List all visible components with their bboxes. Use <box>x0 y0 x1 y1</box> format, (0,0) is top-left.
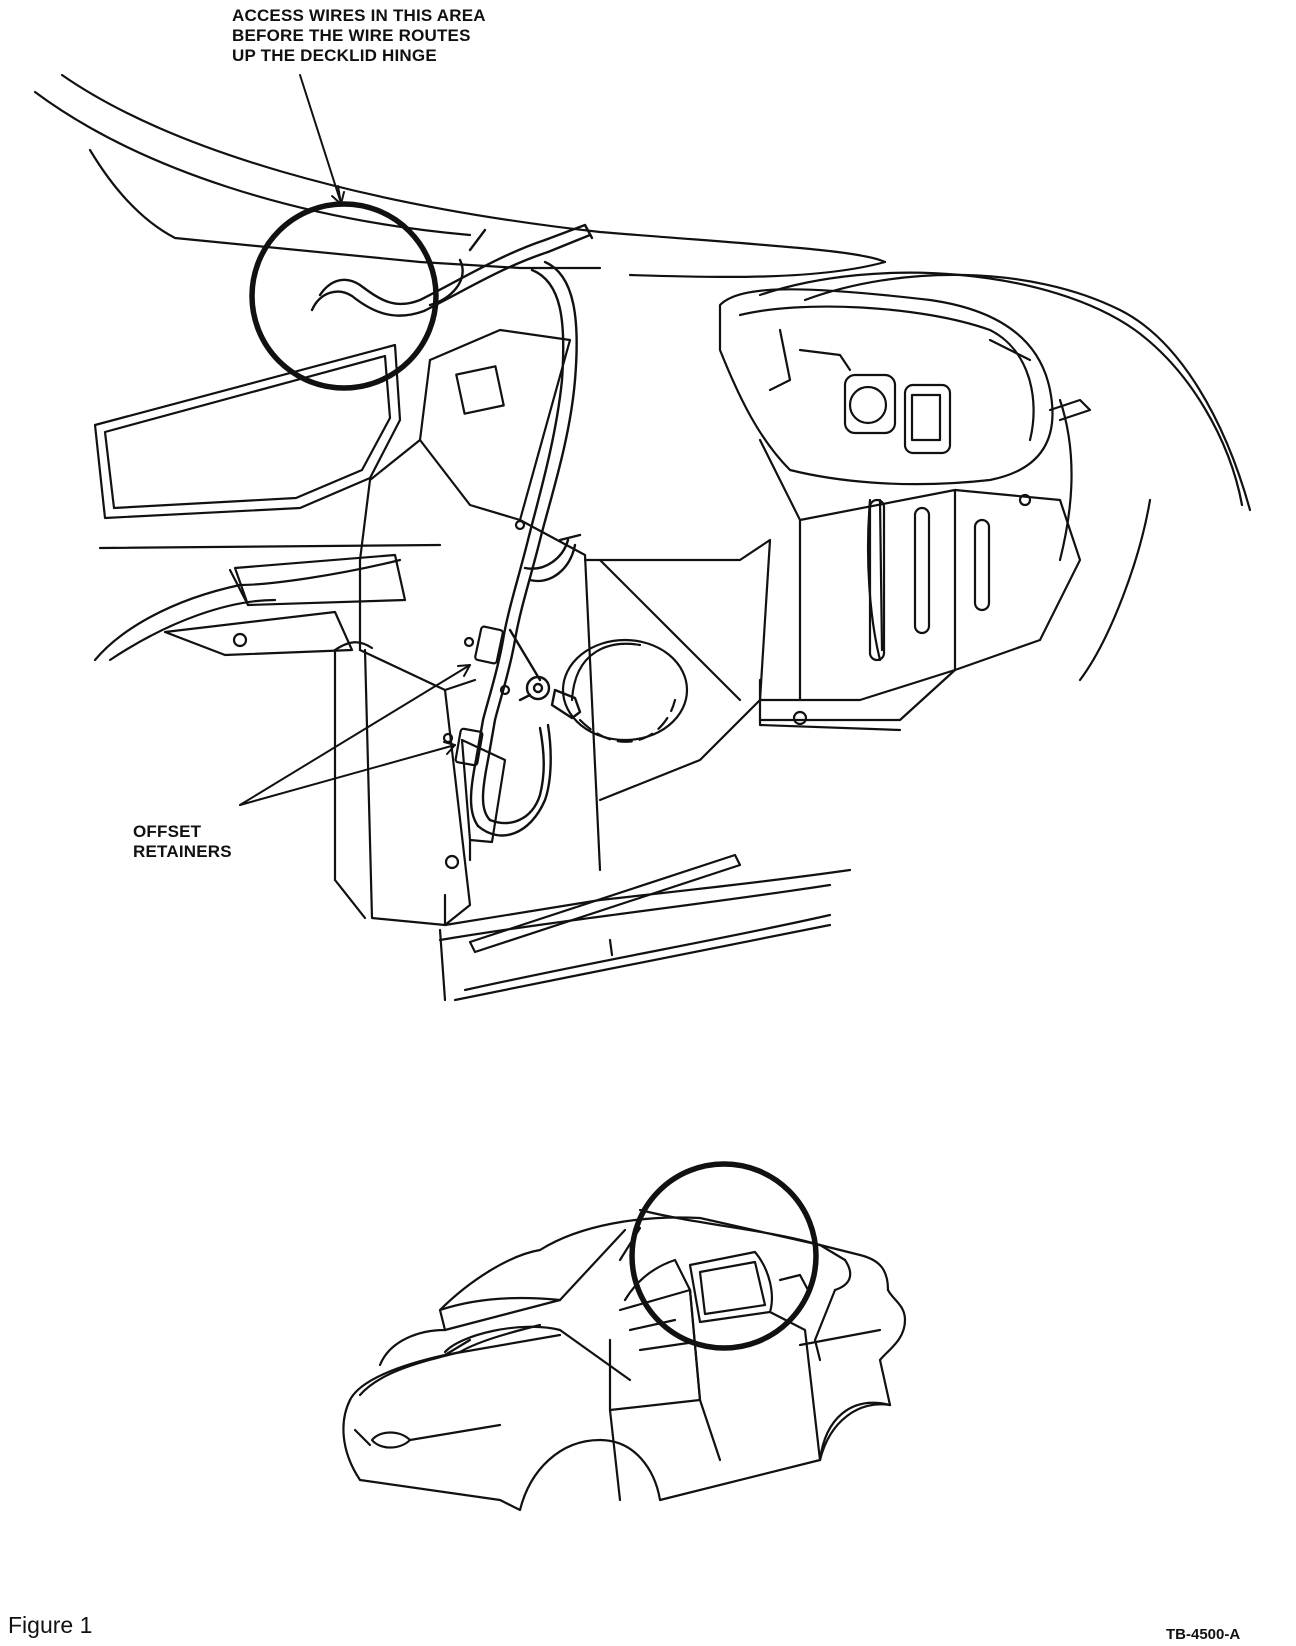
vehicle-locator-view <box>342 1161 907 1512</box>
car-body-outline <box>342 1398 892 1512</box>
figure-caption: Figure 1 <box>8 1612 93 1638</box>
wire-harness <box>310 223 594 837</box>
backlight-edge-line <box>60 73 887 264</box>
trunk-interior-detail <box>33 73 1252 1002</box>
car-door-front <box>608 1288 702 1412</box>
quarter-panel-sweep <box>803 273 1252 512</box>
locator-callout-circle <box>629 1161 819 1351</box>
car-window-front <box>623 1258 692 1302</box>
ground-bolt <box>550 688 582 720</box>
figure-id: TB-4500-A <box>1166 1626 1241 1643</box>
trunk-floor-panel <box>583 538 772 802</box>
access-hole <box>455 365 505 415</box>
retainer-clip-lower <box>454 727 484 767</box>
taillamp-housing <box>718 288 1054 486</box>
trunk-floor-sill <box>443 868 852 927</box>
ground-eyelet <box>525 675 551 701</box>
detail-callout-circle <box>249 201 439 391</box>
rear-panel-block <box>758 438 957 702</box>
bracket-left <box>233 553 407 607</box>
wire-channel <box>460 738 507 844</box>
car-roof <box>538 1216 847 1262</box>
car-windshield <box>558 1228 627 1302</box>
inner-quarter-wall <box>428 328 572 522</box>
car-trunk-deck <box>818 1243 890 1292</box>
access-wires-callout: ACCESS WIRES IN THIS AREA BEFORE THE WIR… <box>232 6 486 65</box>
car-hood <box>443 1325 632 1382</box>
spare-tire-well <box>561 638 689 742</box>
car-rear-quarter <box>813 1288 837 1362</box>
car-headlamp <box>370 1431 412 1449</box>
car-wheel-arch-rear <box>818 1401 892 1462</box>
retainer-leader-upper <box>239 664 471 806</box>
package-tray-edge <box>88 148 422 264</box>
taillamp-socket-1 <box>843 373 897 435</box>
access-leader-line <box>299 74 341 201</box>
retainer-clip-upper <box>474 625 504 665</box>
taillamp-socket-2 <box>903 383 952 455</box>
offset-retainers-callout: OFFSET RETAINERS <box>133 822 232 861</box>
parcel-shelf-panel <box>93 343 402 520</box>
sill-channel <box>468 853 742 954</box>
retainer-leader-lower <box>239 744 456 806</box>
